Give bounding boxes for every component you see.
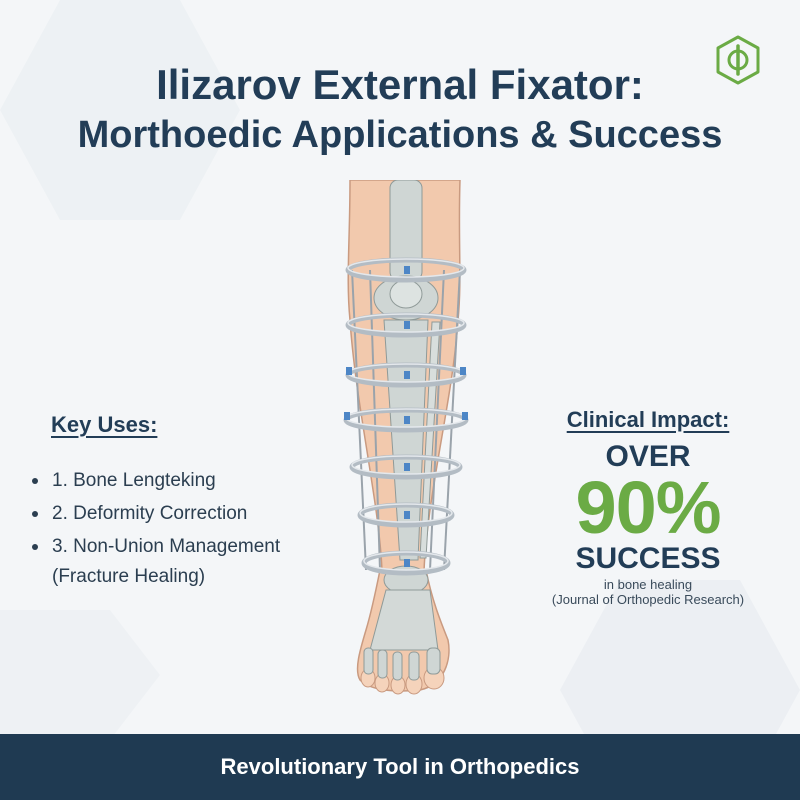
over-label: OVER — [605, 440, 691, 473]
key-use-label: 1. Bone Lengteking — [52, 470, 216, 491]
key-use-sublabel: (Fracture Healing) — [52, 566, 206, 587]
list-item: 2. Deformity Correction — [30, 497, 330, 530]
background-hexagon — [0, 610, 160, 740]
clinical-impact-heading: Clinical Impact: — [566, 407, 730, 432]
medical-shield-logo-icon — [716, 35, 760, 85]
page-title: Ilizarov External Fixator: Morthoedic Ap… — [0, 60, 800, 160]
key-uses-section: Key Uses: 1. Bone Lengteking 2. Deformit… — [30, 412, 330, 591]
key-uses-heading: Key Uses: — [51, 412, 158, 437]
success-percent: 90% — [575, 466, 721, 549]
success-detail: in bone healing — [603, 577, 693, 592]
success-label: SUCCESS — [575, 542, 721, 575]
title-line-2: Morthoedic Applications & Success — [77, 114, 723, 156]
clinical-impact-section: Clinical Impact: OVER 90% SUCCESS in bon… — [540, 407, 756, 607]
success-source: (Journal of Orthopedic Research) — [551, 592, 745, 607]
footer-banner: Revolutionary Tool in Orthopedics — [0, 734, 800, 800]
background-hexagon — [0, 0, 240, 220]
leg-with-ring-fixator-icon — [343, 180, 469, 695]
list-item: 3. Non-Union Management (Fracture Healin… — [30, 530, 330, 591]
list-item: 1. Bone Lengteking — [30, 464, 330, 497]
key-uses-list: 1. Bone Lengteking 2. Deformity Correcti… — [30, 464, 330, 591]
key-use-label: 2. Deformity Correction — [52, 503, 248, 524]
title-line-1: Ilizarov External Fixator: — [156, 61, 644, 108]
footer-text: Revolutionary Tool in Orthopedics — [220, 754, 580, 779]
key-use-label: 3. Non-Union Management — [52, 536, 281, 557]
